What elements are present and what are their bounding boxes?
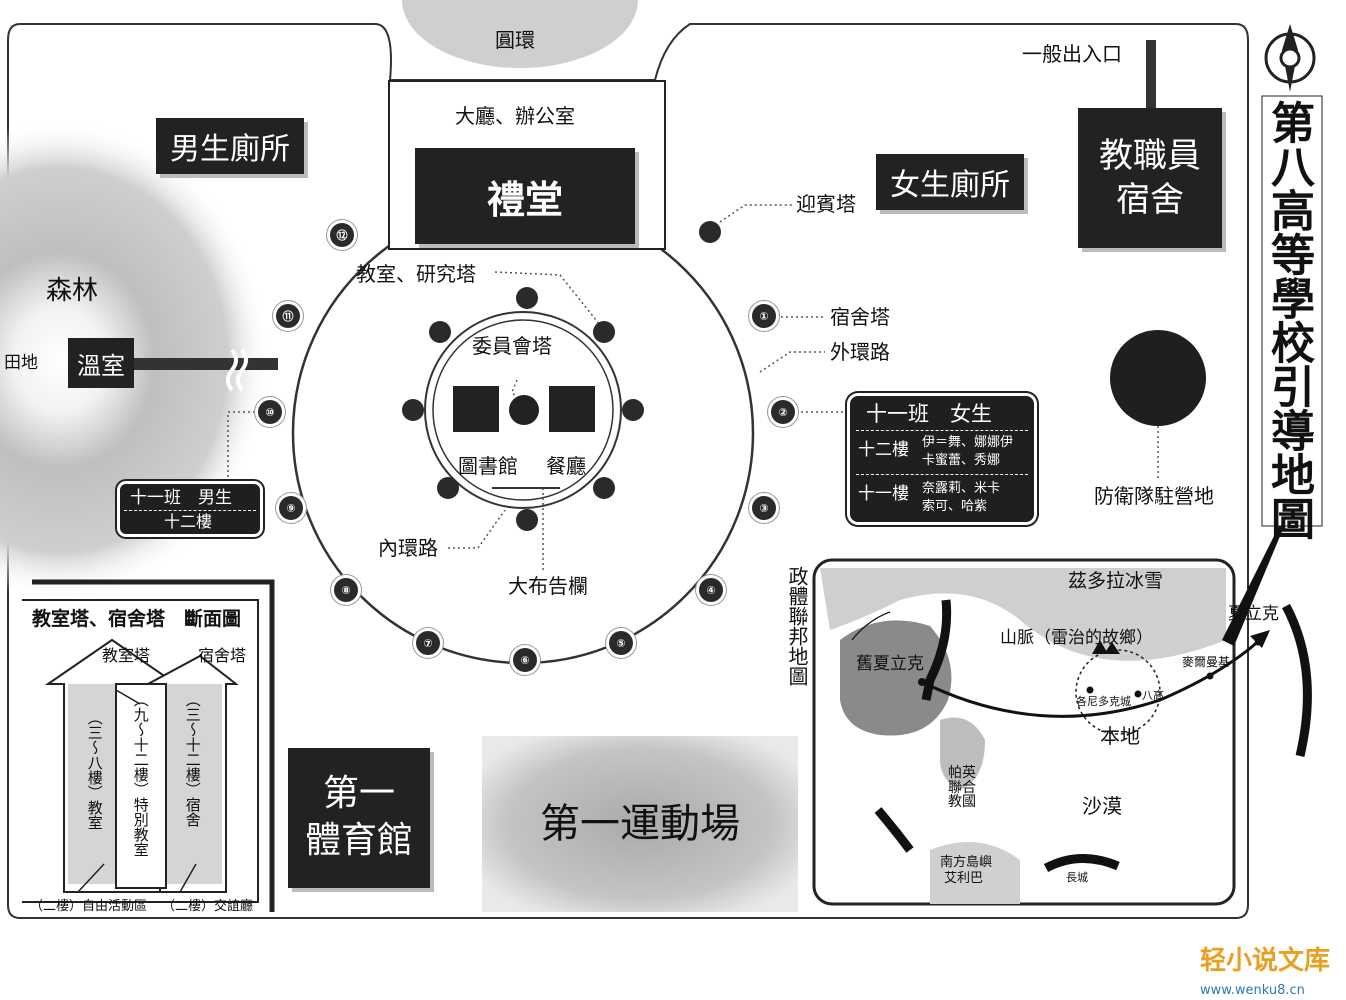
watermark-url: www.wenku8.cn [1200,983,1305,998]
inner-node [593,477,615,499]
inner-node [429,321,451,343]
tower-3: ③ [752,496,776,520]
library-label: 圖書館 [458,454,518,478]
floor12-names-line2: 卡蜜蕾、秀娜 [922,453,1001,468]
tower-10: ⑩ [258,400,282,424]
tower-11: ⑪ [276,304,300,328]
cross-section-col-mid: （九～十二樓）特別教室 [131,692,150,857]
inner-node [622,399,644,421]
class11-girls-box: 十一班 女生 十二樓 伊＝舞、娜娜伊 卡蜜蕾、秀娜 十一樓 奈露莉、米卡 索可、… [850,396,1034,522]
cafeteria-label: 餐廳 [546,454,586,478]
tower-7: ⑦ [416,631,440,655]
class11-boys-title: 十一班 男生 [130,488,232,508]
mai-er-man-ji-label: 麥爾曼基 [1182,655,1231,669]
cross-section-col-right: （三～十二樓）宿舍 [183,692,202,827]
guest-tower-label: 迎賓塔 [796,192,856,216]
watermark-logo: 轻小说文库 [1200,946,1331,976]
greenhouse: 溫室 [68,338,134,388]
cross-section-bottom-left: （二樓）自由活動區 [30,899,148,914]
great-wall-label: 長城 [1066,871,1088,884]
mainland-label: 本地 [1100,724,1140,748]
tower-12: ⑫ [330,223,354,247]
first-gymnasium: 第一 體育館 [288,748,430,888]
auditorium: 禮堂 [415,148,635,244]
inner-node [516,509,538,531]
dorm-tower-label: 宿舍塔 [830,305,890,329]
world-map-title: 政體聯邦地圖 [785,566,809,686]
boys-restroom: 男生廁所 [156,118,304,174]
side-title: 第八高等學校引導地圖 [1263,100,1314,540]
inner-node [437,477,459,499]
class11-girls-floor11: 十一樓 [858,484,909,504]
ge-ni-duo-ke-label: 各尼多克城 [1076,695,1131,708]
gym-line2: 體育館 [304,820,413,861]
ba-gao-label: 八高 [1142,689,1164,702]
inner-node [516,287,538,309]
library-building [453,386,499,432]
class11-girls-floor12: 十二樓 [858,440,909,460]
farmland-label: 田地 [4,353,38,373]
classroom-research-tower-label: 教室、研究塔 [356,262,476,286]
cafeteria-building [549,386,595,432]
inner-ring-inner [432,319,614,501]
class11-boys-floor: 十二樓 [164,512,213,531]
desert-label: 沙漠 [1082,794,1122,818]
cross-section-col-left: （三～八樓）教室 [85,710,104,830]
inner-ring-road-label: 內環路 [378,536,438,560]
xia-li-ke-label: 夏立克 [1228,604,1279,624]
inner-ring-outer [424,311,622,509]
forest-label: 森林 [46,276,99,306]
floor11-names-line1: 奈露莉、米卡 [922,481,1001,496]
cross-section-classroom-tower: 教室塔 [102,646,151,665]
south-islands-line2: 艾利巴 [944,871,984,886]
floor12-names-line1: 伊＝舞、娜娜伊 [922,435,1014,450]
tower-1: ① [752,304,776,328]
tower-9: ⑨ [279,496,303,520]
cross-section-title: 教室塔、宿舍塔 斷面圖 [32,608,242,630]
outer-ring-road-label: 外環路 [830,340,890,364]
south-islands-line1: 南方島嶼 [940,855,993,870]
inner-node [402,399,424,421]
tower-4: ④ [699,578,723,602]
tower-5: ⑤ [609,631,633,655]
sports-field-label: 第一運動場 [540,801,740,847]
general-entrance-label: 一般出入口 [1022,42,1122,66]
north-ice-label: 茲多拉冰雪 [1068,570,1164,592]
cross-section-dorm-tower: 宿舍塔 [198,646,247,665]
pa-ying-label: 帕英聯合教國 [948,765,976,811]
inner-node [593,321,615,343]
sports-field-shape [482,736,798,912]
defense-camp-label: 防衛隊駐營地 [1094,484,1214,508]
defense-camp-shape [1110,330,1206,426]
gym-line1: 第一 [322,773,395,815]
class11-girls-title: 十一班 女生 [866,402,992,426]
floor11-names-line2: 索可、哈紫 [922,499,988,514]
tower-2: ② [771,400,795,424]
staff-dormitory-line1: 教職員 [1099,135,1201,176]
staff-dormitory: 教職員 宿舍 [1078,108,1222,248]
cross-section-bottom-right: （二樓）交誼廳 [162,899,254,914]
guest-tower-marker [699,221,721,243]
world-map-graphic [812,558,1312,906]
bulletin-board-label: 大布告欄 [508,574,588,598]
lobby-offices-label: 大廳、辦公室 [455,104,575,128]
tower-8: ⑧ [334,578,358,602]
staff-dormitory-line2: 宿舍 [1116,180,1184,220]
campus-boundary [7,23,1249,919]
committee-tower-label: 委員會塔 [472,334,552,358]
old-xia-li-ke-label: 舊夏立克 [856,654,924,674]
mountains-label: 山脈（雷治的故鄉） [1000,628,1153,648]
committee-tower-marker [509,395,539,425]
ring-plaza-label: 圓環 [495,28,535,52]
ring-plaza-shape [402,0,638,68]
girls-restroom: 女生廁所 [876,154,1024,210]
tower-6: ⑥ [513,648,537,672]
side-emblem [1264,24,1316,92]
class11-boys-box: 十一班 男生 十二樓 [120,484,260,534]
